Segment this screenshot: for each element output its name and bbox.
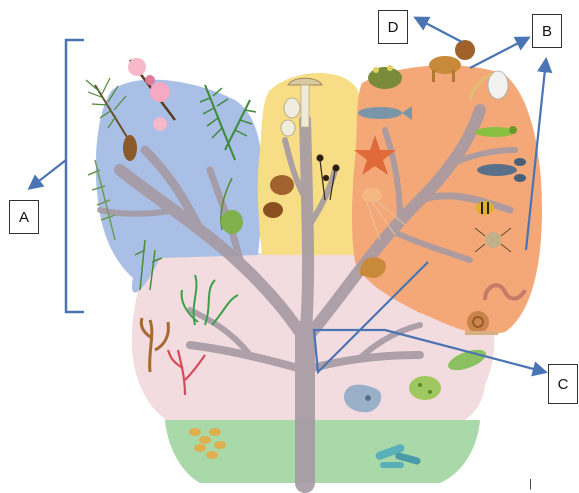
label-d: D (378, 10, 408, 44)
label-a: A (9, 200, 39, 234)
label-c: C (548, 364, 578, 404)
green-algae-cell-icon (409, 376, 441, 400)
arrow-a (30, 160, 66, 188)
footer-mark: | (529, 478, 532, 490)
arrow-d (416, 18, 462, 42)
bracket-a (66, 40, 84, 312)
frog-icon (368, 65, 402, 89)
label-b: B (532, 14, 562, 48)
bee-icon (476, 201, 494, 215)
arrow-b-upper (470, 38, 528, 68)
